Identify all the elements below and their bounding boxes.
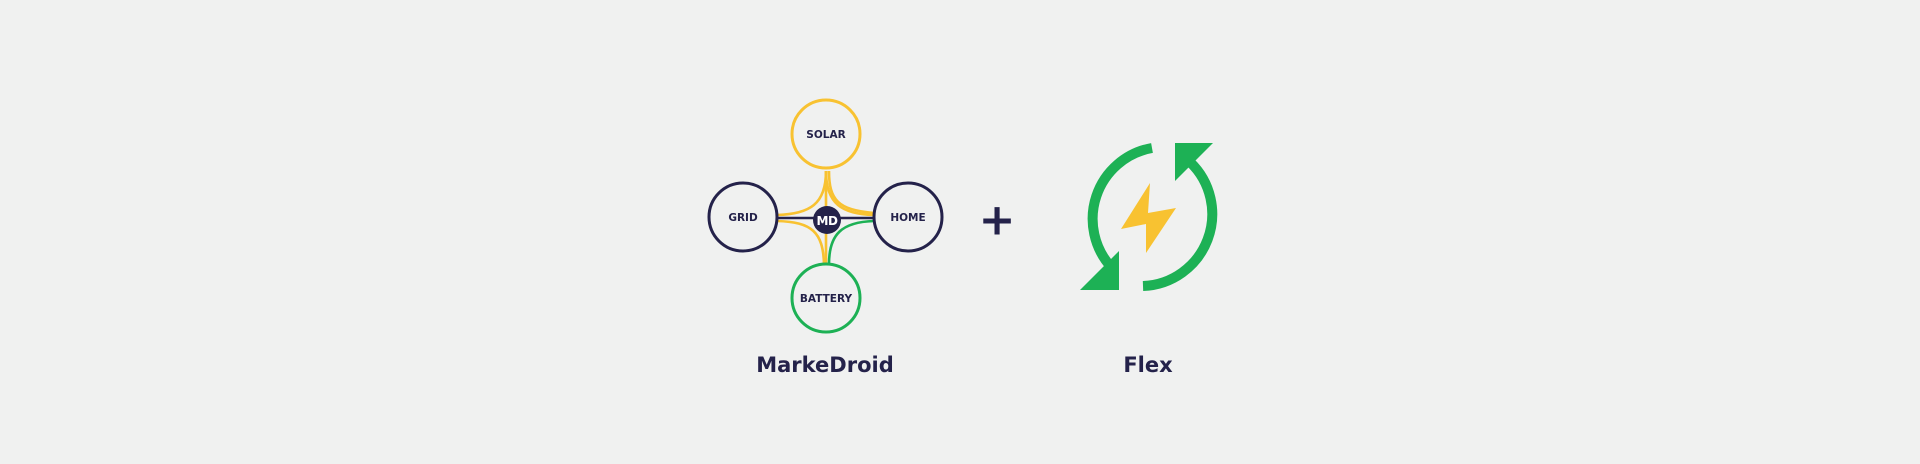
node-solar: SOLAR [790,98,862,170]
lightning-bolt-icon [1121,183,1176,253]
node-grid-label: GRID [728,212,758,224]
plus-sign: + [979,195,1016,246]
markedroid-diagram: SOLAR GRID HOME BATTERY MD MarkeDroid [707,98,944,377]
node-home-label: HOME [890,212,925,224]
connection-lines [776,170,875,265]
refresh-icon [1080,143,1218,291]
flex-logo: Flex [1080,143,1218,377]
solar-grid-line [776,170,828,217]
hub-md: MD [813,206,841,234]
hub-md-label: MD [817,214,838,228]
grid-battery-line [776,219,826,265]
markedroid-caption: MarkeDroid [756,353,894,377]
node-solar-label: SOLAR [806,129,845,141]
node-grid: GRID [707,181,779,253]
flex-caption: Flex [1123,353,1173,377]
solar-hub-line [827,170,875,215]
node-home: HOME [872,181,944,253]
node-battery: BATTERY [790,262,862,334]
battery-home-line [827,219,875,265]
node-battery-label: BATTERY [800,293,853,305]
